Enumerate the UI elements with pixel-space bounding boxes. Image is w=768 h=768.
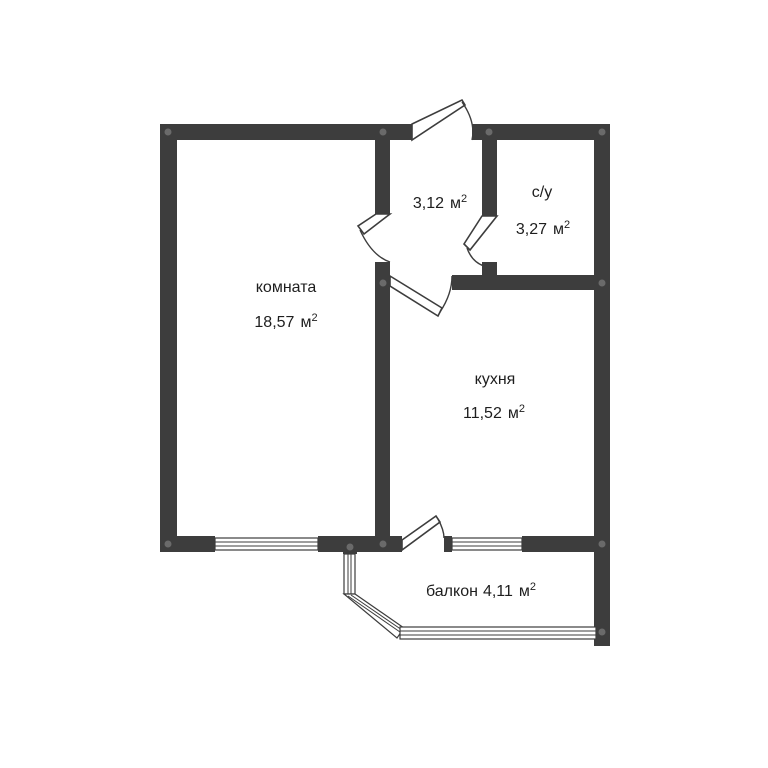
kitchen-name: кухня — [475, 371, 516, 388]
balcony-label-line: балкон 4,11 м2 — [426, 581, 536, 600]
hall-unit-power: 2 — [461, 193, 467, 205]
post — [346, 543, 354, 551]
walls — [160, 124, 610, 646]
post — [485, 128, 493, 136]
door-balcony — [401, 514, 445, 552]
hall-area: 3,12 — [413, 195, 444, 212]
room-name: комната — [256, 279, 317, 296]
kitchen-unit: м — [508, 405, 519, 422]
wall-bottom-d — [444, 536, 452, 552]
wall-bottom-c — [522, 536, 610, 552]
wall-bath-bottom — [452, 275, 610, 290]
post — [164, 128, 172, 136]
wall-posts — [164, 128, 606, 636]
windows — [214, 537, 597, 640]
post — [598, 128, 606, 136]
room-unit: м — [300, 314, 311, 331]
bathroom-unit-power: 2 — [564, 219, 570, 231]
post — [379, 128, 387, 136]
bathroom-name: с/у — [532, 184, 552, 201]
wall-bath-stub — [482, 262, 497, 290]
post — [164, 540, 172, 548]
window-kitchen — [451, 537, 523, 551]
wall-bottom-a — [160, 536, 215, 552]
wall-top-left — [160, 124, 412, 140]
kitchen-unit-power: 2 — [519, 403, 525, 415]
wall-top-right — [472, 124, 610, 140]
post — [598, 540, 606, 548]
balcony-unit: м — [519, 583, 530, 600]
door-entrance — [411, 98, 474, 142]
balcony-area: 4,11 — [483, 583, 513, 600]
post — [598, 628, 606, 636]
bathroom-area-line: 3,27 м2 — [516, 219, 570, 238]
doors — [356, 98, 499, 552]
door-bathroom — [462, 215, 499, 267]
window-balcony-bottom — [399, 626, 597, 640]
post — [379, 540, 387, 548]
post — [379, 279, 387, 287]
window-balcony-diagonal — [342, 593, 405, 639]
hall-unit: м — [450, 195, 461, 212]
kitchen-area-line: 11,52 м2 — [463, 403, 525, 422]
wall-partition-lower — [375, 262, 390, 552]
window-balcony-left — [343, 553, 356, 595]
wall-partition-upper — [375, 124, 390, 214]
room-area-line: 18,57 м2 — [254, 312, 317, 331]
post — [598, 279, 606, 287]
kitchen-area: 11,52 — [463, 405, 502, 422]
bathroom-area: 3,27 — [516, 221, 547, 238]
wall-left — [160, 124, 177, 552]
door-kitchen — [389, 274, 453, 318]
balcony-unit-power: 2 — [530, 581, 536, 593]
door-room — [356, 213, 393, 263]
room-area: 18,57 — [254, 314, 294, 331]
wall-partition-bath — [482, 124, 497, 216]
hall-area-line: 3,12 м2 — [413, 193, 467, 212]
bathroom-unit: м — [553, 221, 564, 238]
window-room — [214, 537, 319, 551]
balcony-name: балкон — [426, 583, 478, 600]
room-unit-power: 2 — [311, 312, 317, 324]
wall-right — [594, 124, 610, 646]
